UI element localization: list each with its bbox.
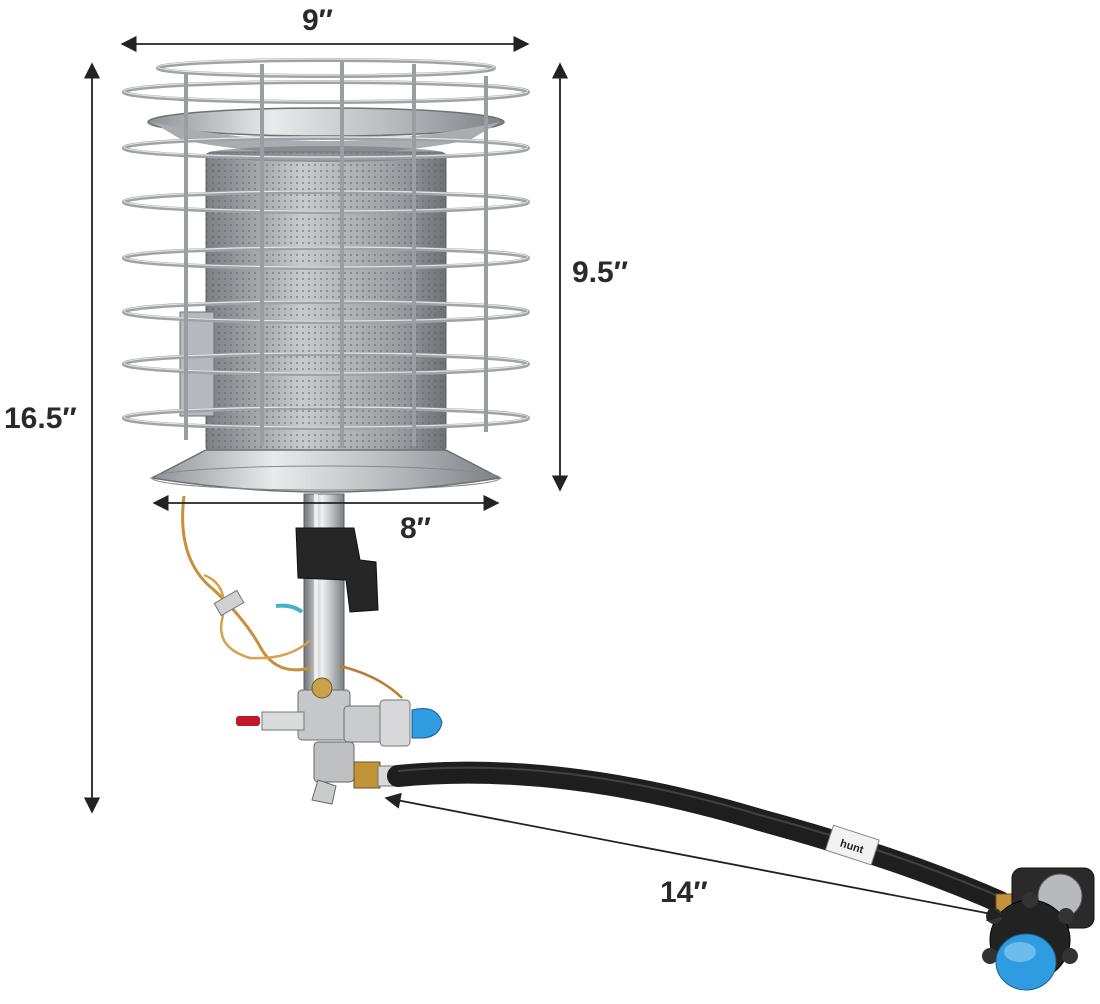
bottom-base-dish: [149, 449, 503, 493]
hose-label: hunt: [824, 824, 880, 866]
wire-guard-cage: [122, 58, 530, 430]
burner-post: [303, 493, 345, 695]
propane-regulator: [982, 867, 1095, 991]
red-igniter-button: [236, 716, 260, 726]
hose-length-arrow: [384, 792, 1004, 922]
regulator-blue-cap: [995, 933, 1057, 991]
control-box: [295, 527, 379, 613]
hose-length-label: 14″: [660, 876, 708, 909]
thermocouple-wire: [181, 495, 311, 672]
base-width-label: 8″: [400, 512, 432, 545]
cage-height-label: 9.5″: [572, 256, 629, 289]
top-width-label: 9″: [302, 4, 334, 37]
total-height-label: 16.5″: [4, 402, 77, 435]
heater-body: hunt: [122, 58, 1095, 991]
dimension-arrows: [83, 35, 1004, 922]
blue-piezo-tip: [411, 708, 443, 739]
gas-valve-assembly: [236, 677, 443, 805]
